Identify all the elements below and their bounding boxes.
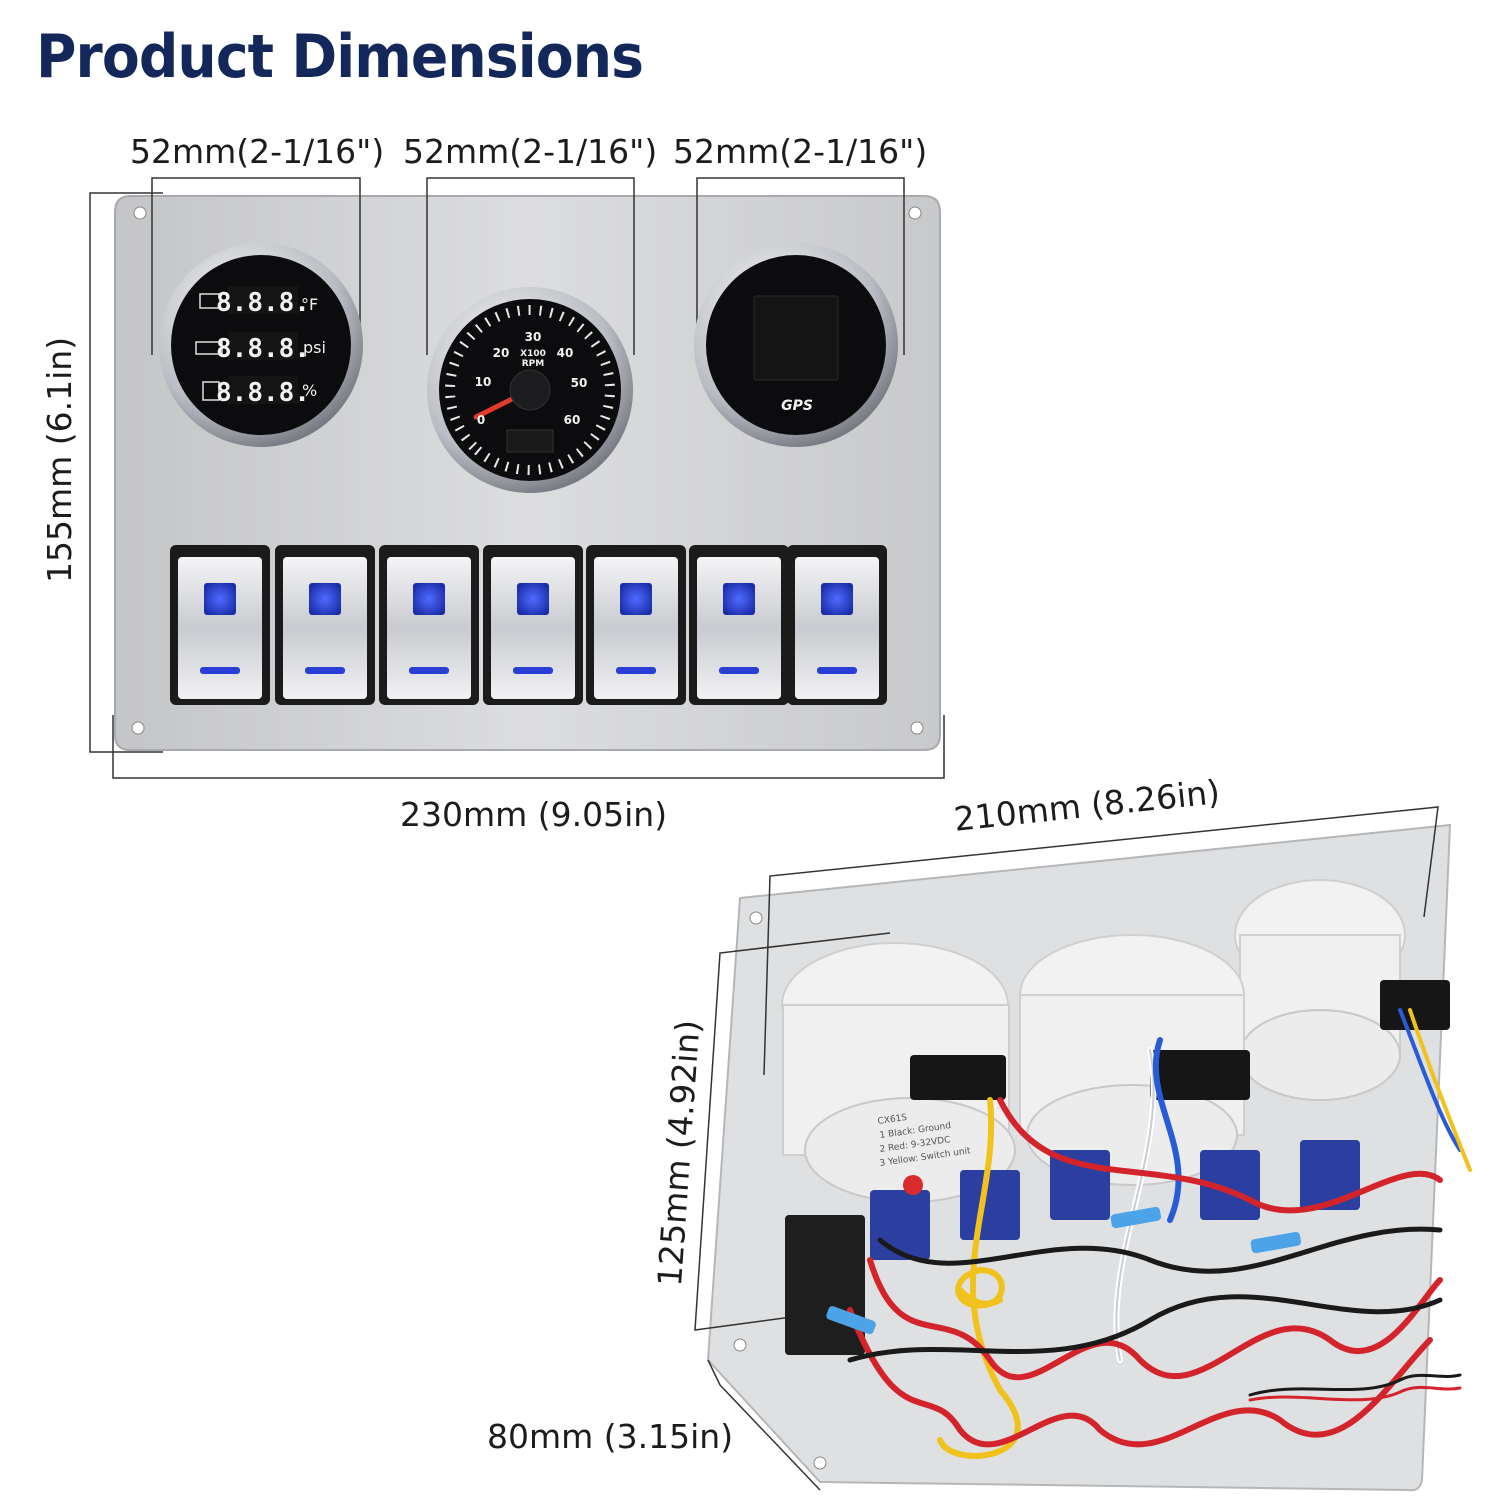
temperature-icon <box>199 293 221 309</box>
tachometer-scale-label: 0 <box>477 413 485 427</box>
tachometer-gauge <box>427 287 633 493</box>
relay-block <box>785 1215 865 1355</box>
rocker-led-icon <box>413 583 445 615</box>
tachometer-unit: X100 <box>520 349 546 359</box>
gauge-width-label: 52mm(2-1/16") <box>673 132 928 171</box>
mounting-hole <box>733 1338 747 1352</box>
rocker-switch[interactable] <box>483 545 583 705</box>
wire <box>955 1266 1005 1309</box>
mounting-hole <box>910 721 924 735</box>
gauge-width-label: 52mm(2-1/16") <box>403 132 658 171</box>
tachometer-scale-label: 60 <box>564 413 581 427</box>
switch-connector <box>1300 1140 1360 1210</box>
switch-connector <box>870 1190 930 1260</box>
tachometer-scale-label: 40 <box>557 346 574 360</box>
gauge-back-label: CX61S <box>877 1113 908 1127</box>
dimension-line-gauge-2 <box>426 177 635 355</box>
tachometer-scale-label: 30 <box>525 330 542 344</box>
rocker-switch[interactable] <box>787 545 887 705</box>
wire <box>1248 1373 1462 1397</box>
wire <box>1152 1037 1182 1223</box>
multi-gauge-unit: % <box>302 381 317 400</box>
rocker-switch[interactable] <box>586 545 686 705</box>
wire <box>847 1294 1443 1363</box>
dimension-line-width <box>112 715 945 779</box>
dimension-line-height <box>89 192 163 753</box>
rocker-led-icon <box>204 583 236 615</box>
front-width-label: 230mm (9.05in) <box>400 795 668 834</box>
rocker-led-icon <box>821 583 853 615</box>
wire <box>937 1097 1021 1459</box>
switch-connector <box>1050 1150 1110 1220</box>
rocker-switch[interactable] <box>170 545 270 705</box>
rocker-switch[interactable] <box>689 545 789 705</box>
multi-gauge-readout: 8.8.8. <box>216 334 310 364</box>
rocker-switch[interactable] <box>275 545 375 705</box>
rocker-led-icon <box>620 583 652 615</box>
tachometer-scale-label: 10 <box>475 375 492 389</box>
mounting-hole <box>749 911 763 925</box>
wire <box>867 1257 1443 1381</box>
wire <box>1115 1049 1155 1361</box>
dimension-line-back-width <box>763 806 1439 1076</box>
rocker-led-icon <box>309 583 341 615</box>
dimension-line-back-height <box>694 932 891 1331</box>
multi-gauge-readout: 8.8.8. <box>216 378 310 408</box>
multi-gauge <box>159 243 363 447</box>
wire <box>997 1097 1443 1214</box>
switch-connector <box>1200 1150 1260 1220</box>
mounting-hole <box>908 206 922 220</box>
wire-terminal <box>903 1175 923 1195</box>
wire-terminal <box>1110 1206 1162 1229</box>
gauge-width-label: 52mm(2-1/16") <box>130 132 385 171</box>
wire <box>847 1307 1433 1448</box>
wire <box>1408 1008 1472 1172</box>
tachometer-scale-label: 20 <box>493 346 510 360</box>
oil-pressure-icon <box>195 341 223 355</box>
wire <box>1248 1385 1462 1402</box>
back-view-diagram <box>694 806 1472 1492</box>
wire-terminal <box>826 1306 876 1335</box>
tachometer-scale-label: 50 <box>571 376 588 390</box>
wire-terminal <box>1250 1231 1302 1254</box>
gauge-housing-back <box>781 942 1016 1203</box>
switch-connector <box>960 1170 1020 1240</box>
multi-gauge-unit: psi <box>303 338 326 357</box>
multi-gauge-unit: °F <box>301 295 318 314</box>
mounting-hole <box>133 206 147 220</box>
dimension-line-gauge-1 <box>151 177 361 355</box>
rocker-switch[interactable] <box>379 545 479 705</box>
mounting-hole <box>131 721 145 735</box>
rocker-led-icon <box>723 583 755 615</box>
dimension-line-gauge-3 <box>696 177 905 355</box>
gauge-housing-back <box>1019 934 1250 1186</box>
back-depth-label: 80mm (3.15in) <box>487 1417 734 1456</box>
wire <box>1398 1008 1462 1152</box>
rocker-led-icon <box>517 583 549 615</box>
front-height-label: 155mm (6.1in) <box>40 336 79 583</box>
multi-gauge-readout: 8.8.8. <box>216 288 310 318</box>
dimension-line-back-depth <box>707 1359 821 1491</box>
page-title: Product Dimensions <box>36 22 644 92</box>
gauge-housing-back <box>1234 879 1450 1101</box>
tachometer-unit: RPM <box>522 359 545 369</box>
wire <box>877 1226 1443 1274</box>
rocker-switch-row <box>170 545 887 705</box>
mounting-hole <box>813 1456 827 1470</box>
fuel-icon <box>202 381 220 401</box>
gps-gauge <box>694 243 898 447</box>
gps-label: GPS <box>781 398 813 414</box>
